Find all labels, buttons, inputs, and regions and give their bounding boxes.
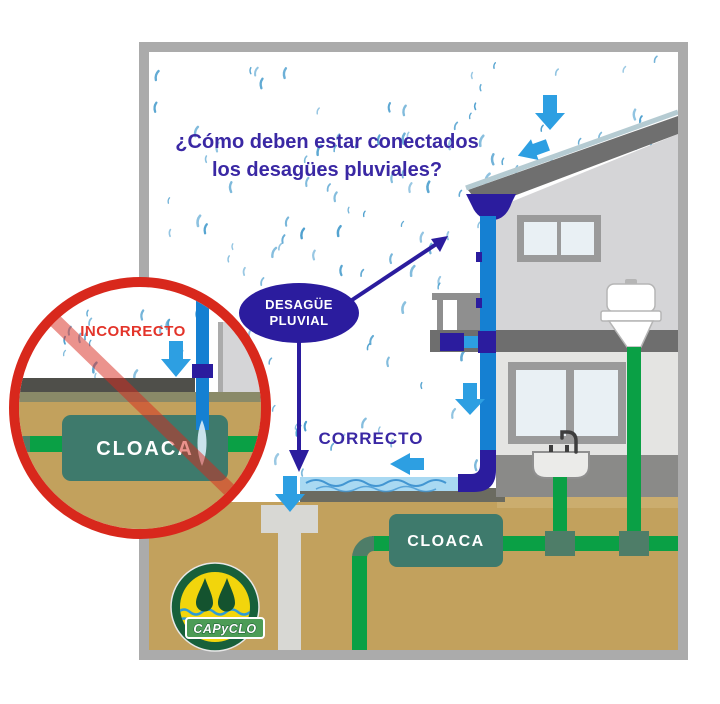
prohibition-slash: [37, 303, 255, 515]
incorrect-label: INCORRECTO: [80, 323, 186, 340]
inset-pipe-coupling: [192, 364, 213, 378]
water-drop-icon: [196, 578, 213, 612]
prohibition-ring: [9, 277, 271, 539]
railing-post: [437, 300, 443, 330]
drain-shaft: [278, 530, 301, 650]
stream-left-arrow-icon: [390, 453, 424, 475]
sewer-elbow: [352, 536, 374, 558]
faucet-icon: [560, 430, 578, 454]
title-line-1: ¿Cómo deben estar conectados: [175, 131, 478, 153]
pluvial-badge: DESAGÜE PLUVIAL: [239, 283, 359, 343]
second-floor-window: [517, 215, 601, 262]
sink: [532, 430, 590, 479]
incorrect-inset-circle: CLOACA INCORRECTO: [9, 277, 271, 539]
pluvial-downspout: [440, 194, 516, 492]
sewer-drop-pipe: [352, 556, 367, 650]
pipe-bracket: [476, 252, 482, 262]
inset-sewer-pipe-left: [30, 436, 62, 452]
vent-pipe: [627, 347, 641, 537]
inset-downspout-pipe: [196, 287, 209, 430]
correct-down-arrow-icon: [289, 450, 309, 472]
terrace-drain-fitting: [440, 331, 496, 353]
water-stream: [300, 477, 462, 493]
cloaca-main-box: CLOACA: [389, 514, 503, 567]
title-line-2: los desagües pluviales?: [212, 159, 442, 181]
downspout-flow-arrow-icon: [455, 383, 485, 415]
cloaca-incorrect-box: CLOACA: [62, 415, 228, 481]
rain-down-arrow-icon: [535, 95, 565, 130]
water-drop-icon: [218, 578, 235, 612]
sewer-pipes: CLOACA: [352, 347, 678, 650]
parapet-band: [496, 330, 678, 352]
cloaca-incorrect-label: CLOACA: [96, 438, 194, 460]
pipe-bracket: [476, 298, 482, 308]
correct-label: CORRECTO: [319, 429, 424, 448]
sewer-stub: [372, 536, 390, 551]
storm-drain: [261, 505, 318, 650]
railing-bar: [432, 293, 494, 300]
tee-fitting: [619, 531, 649, 556]
capyclo-logo: CAPyCLO: [170, 562, 265, 652]
roof-fascia: [468, 116, 678, 208]
roof-gutter-lip: [465, 109, 678, 191]
sidewalk-strip: [497, 497, 678, 508]
first-floor-window: [508, 362, 626, 444]
vent-cap: [600, 279, 662, 348]
logo-name: CAPyCLO: [193, 622, 256, 636]
tee-fitting: [545, 531, 575, 556]
roof-flow-left-arrow-icon: [517, 139, 550, 160]
sink-drain-pipe: [553, 477, 567, 537]
badge-line-1: DESAGÜE: [265, 297, 333, 312]
downspout-elbow: [458, 450, 496, 492]
page-title: ¿Cómo deben estar conectados los desagüe…: [175, 131, 478, 181]
cloaca-main-label: CLOACA: [407, 533, 484, 550]
gutter-funnel: [466, 194, 516, 220]
house: [430, 109, 678, 497]
flow-arrows: [275, 95, 565, 512]
badge-pointer-arrow-icon: [431, 236, 448, 252]
sewer-main-right: [502, 536, 678, 551]
logo-banner: [185, 617, 265, 639]
inset-parapet: [19, 378, 195, 392]
drain-entry-arrow-icon: [275, 476, 305, 512]
pointer-arrows: [289, 236, 448, 472]
inset-sewer-pipe-right: [228, 436, 261, 452]
badge-line-2: PLUVIAL: [269, 313, 328, 328]
inset-down-arrow-icon: [161, 341, 191, 377]
